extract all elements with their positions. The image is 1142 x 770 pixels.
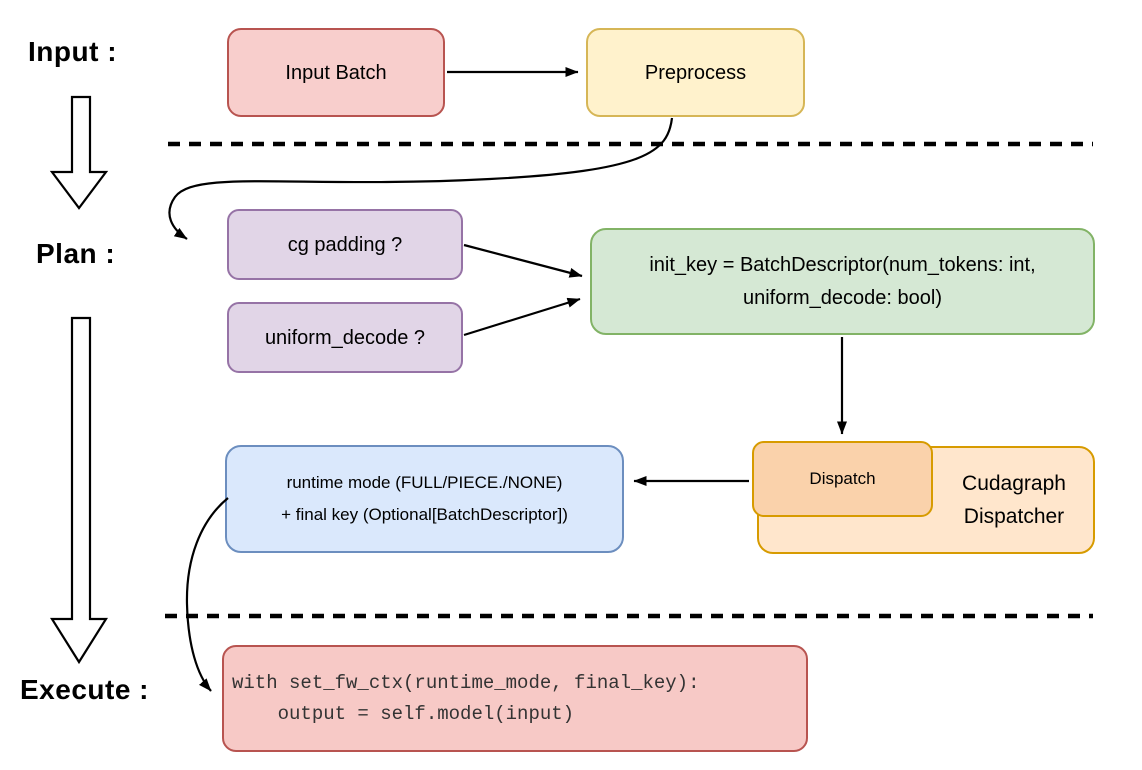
- node-runtime-mode-line1: runtime mode (FULL/PIECE./NONE): [286, 473, 563, 492]
- execute-code-line2: output = self.model(input): [232, 702, 575, 725]
- node-uniform-decode: uniform_decode ?: [227, 302, 463, 373]
- phase-arrow-input-to-plan: [49, 95, 109, 210]
- phase-label-input: Input :: [28, 36, 118, 67]
- execute-code-line1: with set_fw_ctx(runtime_mode, final_key)…: [232, 671, 700, 694]
- node-runtime-mode: runtime mode (FULL/PIECE./NONE) + final …: [225, 445, 624, 553]
- node-cudagraph-dispatcher-label: Cudagraph Dispatcher: [935, 467, 1093, 533]
- arrow-uniform-decode-to-init-key: [463, 297, 581, 337]
- node-cg-padding-label: cg padding ?: [287, 233, 403, 256]
- cudagraph-label-line2: Dispatcher: [963, 505, 1065, 528]
- phase-label-execute: Execute :: [20, 674, 149, 705]
- node-dispatch: Dispatch: [752, 441, 933, 517]
- node-preprocess-label: Preprocess: [644, 61, 747, 84]
- node-dispatch-label: Dispatch: [809, 469, 876, 488]
- node-input-batch: Input Batch: [227, 28, 445, 117]
- node-input-batch-label: Input Batch: [285, 61, 387, 84]
- cudagraph-label-line1: Cudagraph: [962, 472, 1066, 495]
- node-preprocess: Preprocess: [586, 28, 805, 117]
- arrow-cg-padding-to-init-key: [463, 243, 583, 278]
- node-execute-code: with set_fw_ctx(runtime_mode, final_key)…: [222, 645, 808, 752]
- node-cg-padding: cg padding ?: [227, 209, 463, 280]
- node-init-key-line2: uniform_decode: bool): [742, 286, 942, 309]
- node-init-key: init_key = BatchDescriptor(num_tokens: i…: [590, 228, 1095, 335]
- node-uniform-decode-label: uniform_decode ?: [264, 326, 426, 349]
- node-runtime-mode-line2: + final key (Optional[BatchDescriptor]): [281, 505, 568, 524]
- phase-label-plan: Plan :: [36, 238, 116, 269]
- node-init-key-line1: init_key = BatchDescriptor(num_tokens: i…: [649, 253, 1036, 276]
- phase-arrow-plan-to-execute: [50, 316, 108, 665]
